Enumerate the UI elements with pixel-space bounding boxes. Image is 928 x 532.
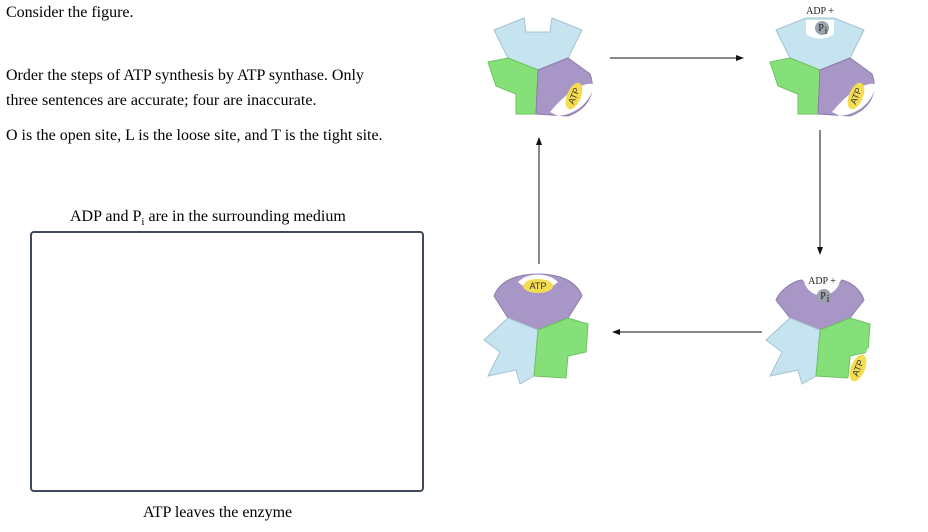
- loose-site-top: [775, 279, 865, 331]
- loose-site-right: [533, 317, 589, 379]
- site-definitions: O is the open site, L is the loose site,…: [6, 127, 383, 144]
- intro-text: Consider the figure.: [6, 4, 134, 21]
- atp-synthase-cycle-figure: ATP ADP + P i ATP: [483, 6, 876, 385]
- svg-text:ADP +: ADP +: [808, 276, 836, 287]
- enzyme-state-2: ADP + P i ATP: [769, 6, 876, 117]
- atp-badge: ATP: [565, 82, 583, 110]
- atp-badge: ATP: [849, 354, 867, 382]
- enzyme-state-3: ADP + P i ATP: [765, 276, 873, 385]
- instruction-line-1: Order the steps of ATP synthesis by ATP …: [6, 67, 364, 84]
- sequence-end-label: ATP leaves the enzyme: [143, 504, 293, 521]
- enzyme-state-4: ATP: [483, 273, 589, 385]
- sequence-start-label: ADP and Pi are in the surrounding medium: [70, 208, 346, 229]
- svg-text:ADP +: ADP +: [806, 6, 834, 17]
- atp-badge: ATP: [523, 279, 553, 293]
- open-site-left: [765, 317, 821, 385]
- svg-text:i: i: [827, 294, 830, 305]
- pi-badge: P i: [815, 21, 829, 37]
- answer-drop-zone[interactable]: [30, 231, 424, 492]
- svg-text:P: P: [820, 291, 826, 302]
- svg-text:i: i: [825, 26, 828, 37]
- svg-text:ATP: ATP: [530, 281, 547, 291]
- instruction-line-2: three sentences are accurate; four are i…: [6, 92, 317, 109]
- pi-badge: P i: [817, 289, 831, 305]
- svg-text:P: P: [818, 23, 824, 34]
- open-site-left: [483, 317, 539, 385]
- atp-badge: ATP: [847, 82, 865, 110]
- enzyme-state-1: ATP: [487, 17, 594, 117]
